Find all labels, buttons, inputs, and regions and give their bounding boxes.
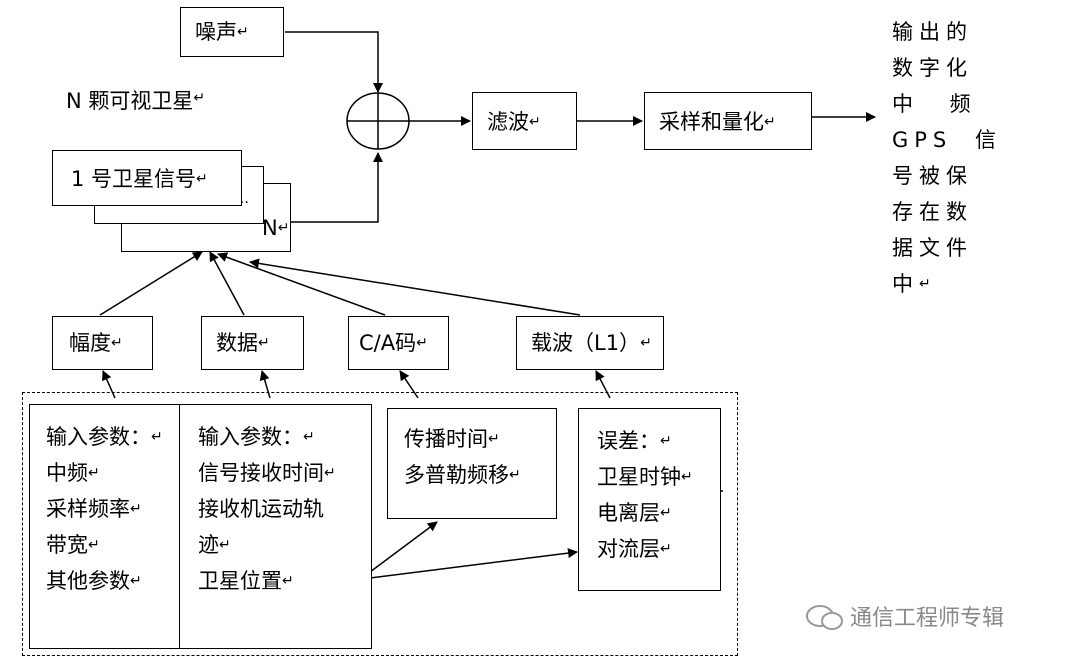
list-item: 迹↵ — [198, 533, 231, 557]
list-item: 中频↵ — [46, 461, 100, 485]
output-line: 据文件 — [892, 236, 973, 260]
data-box: 数据↵ — [201, 316, 304, 370]
output-line: 存在数 — [892, 200, 973, 224]
sampling-label: 采样和量化↵ — [659, 110, 776, 134]
list-item: 卫星时钟↵ — [597, 465, 693, 489]
inputs2-to-data-arrow — [259, 370, 271, 399]
output-description: 输出的 数字化 中 频 GPS 信 号被保 存在数 据文件 中↵ — [892, 14, 1002, 302]
summing-junction — [346, 92, 410, 150]
filter-box: 滤波↵ — [472, 92, 577, 150]
list-item: 输入参数：↵ — [198, 425, 315, 449]
output-line: 号被保 — [892, 164, 973, 188]
carrier-arrow — [249, 258, 581, 316]
list-item: 卫星位置↵ — [198, 569, 294, 593]
list-item: 对流层↵ — [597, 537, 672, 561]
data-arrow — [209, 251, 245, 316]
list-item: 多普勒频移↵ — [404, 463, 521, 487]
inputs2-to-errors-arrow — [369, 548, 578, 579]
carrier-box: 载波（L1）↵ — [516, 316, 664, 370]
errors-to-carrier-arrow — [595, 370, 611, 399]
list-item: 误差：↵ — [597, 429, 672, 453]
ca-code-box: C/A码↵ — [348, 316, 449, 370]
list-item: 电离层↵ — [597, 501, 672, 525]
amplitude-box: 幅度↵ — [52, 316, 153, 370]
filter-label: 滤波↵ — [487, 110, 541, 134]
carrier-label: 载波（L1）↵ — [531, 331, 652, 355]
output-line: 输出的 — [892, 20, 973, 44]
ca-arrow — [217, 252, 386, 316]
watermark-text: 通信工程师专辑 — [850, 606, 1005, 631]
output-line: 数字化 — [892, 56, 973, 80]
noise-to-summer-line — [285, 31, 383, 93]
output-line: 中↵ — [892, 272, 937, 296]
amplitude-arrow — [99, 251, 203, 316]
satellite-n-label: N↵ — [262, 216, 290, 240]
inputs2-to-propagation-arrow — [369, 521, 438, 573]
signal-inputs-list: 输入参数：↵ 信号接收时间↵ 接收机运动轨 迹↵ 卫星位置↵ — [198, 419, 336, 599]
sampling-box: 采样和量化↵ — [644, 92, 812, 150]
satellite-signal-label: 1 号卫星信号↵ — [71, 167, 208, 191]
noise-label: 噪声↵ — [195, 20, 249, 44]
list-item: 其他参数↵ — [46, 569, 142, 593]
list-item: 输入参数：↵ — [46, 425, 163, 449]
amplitude-label: 幅度↵ — [69, 331, 123, 355]
list-item: 带宽↵ — [46, 533, 100, 557]
noise-box: 噪声↵ — [180, 7, 284, 57]
list-item: 接收机运动轨 — [198, 497, 324, 521]
propagation-box: 传播时间↵ 多普勒频移↵ — [387, 408, 557, 519]
propagation-list: 传播时间↵ 多普勒频移↵ — [404, 421, 521, 493]
data-label: 数据↵ — [216, 331, 270, 355]
receiver-inputs-box: 输入参数：↵ 中频↵ 采样频率↵ 带宽↵ 其他参数↵ — [29, 404, 181, 649]
wechat-icon — [806, 605, 843, 630]
errors-list: 误差：↵ 卫星时钟↵ 电离层↵ 对流层↵ — [597, 423, 693, 567]
ca-code-label: C/A码↵ — [359, 331, 428, 355]
signal-to-summer-line — [290, 152, 383, 223]
errors-box: 误差：↵ 卫星时钟↵ 电离层↵ 对流层↵ — [578, 408, 721, 591]
receiver-inputs-list: 输入参数：↵ 中频↵ 采样频率↵ 带宽↵ 其他参数↵ — [46, 419, 163, 599]
propagation-to-ca-arrow — [399, 370, 419, 399]
inputs1-to-amplitude-arrow — [102, 370, 116, 399]
list-item: 采样频率↵ — [46, 497, 142, 521]
list-item: 信号接收时间↵ — [198, 461, 336, 485]
output-line: 中 频 — [892, 92, 977, 116]
input-parameters-region — [22, 392, 738, 656]
output-line: GPS 信 — [892, 128, 1002, 152]
visible-satellites-label: N 颗可视卫星↵ — [66, 89, 206, 113]
list-item: 传播时间↵ — [404, 427, 500, 451]
signal-inputs-box: 输入参数：↵ 信号接收时间↵ 接收机运动轨 迹↵ 卫星位置↵ — [179, 404, 372, 649]
satellite-signal-box-1: 1 号卫星信号↵ — [52, 150, 242, 206]
